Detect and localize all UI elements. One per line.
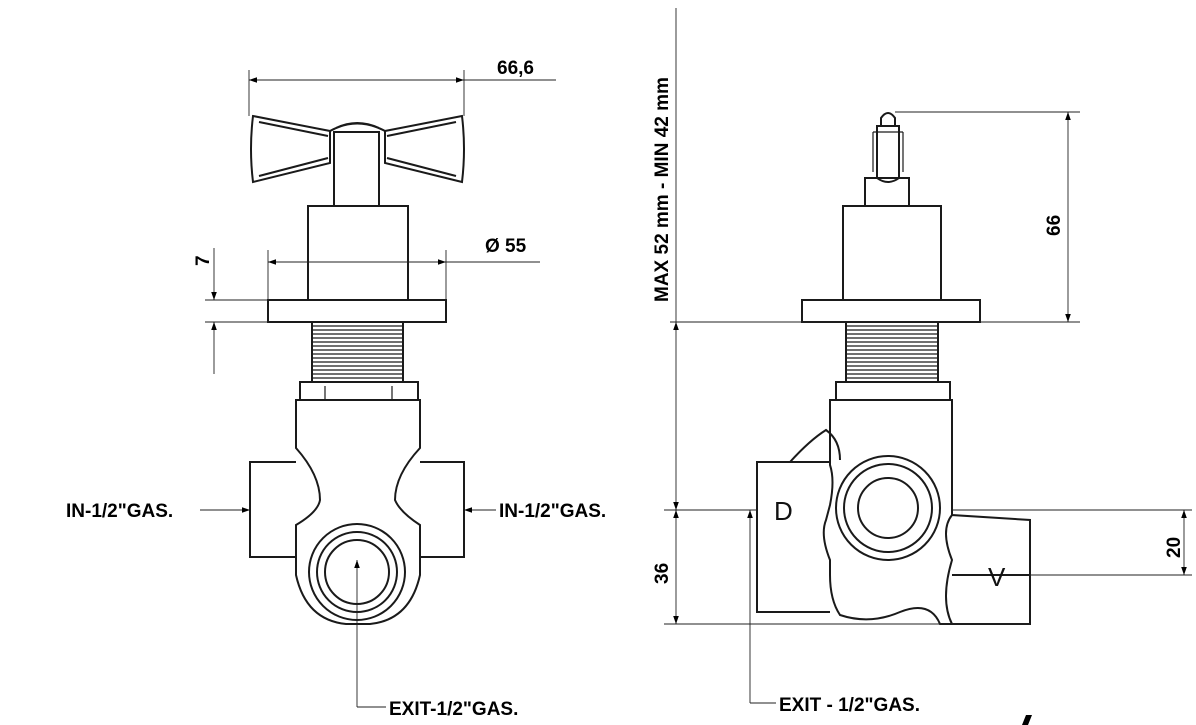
flange [267, 299, 447, 323]
exit-side-callout: EXIT - 1/2"GAS. [747, 510, 920, 716]
exit-front-label: EXIT-1/2"GAS. [389, 699, 518, 720]
inlet-left-callout: IN-1/2"GAS. [66, 501, 250, 522]
dim-handle-width: 66,6 [248, 58, 556, 116]
dim-7-label: 7 [193, 255, 214, 266]
nut [299, 381, 419, 401]
exit-side-label: EXIT - 1/2"GAS. [779, 695, 920, 716]
dim-flange-diameter: Ø 55 [267, 236, 540, 300]
stray-mark [1022, 715, 1032, 725]
dim-outlet-height: 36 [652, 322, 1030, 625]
side-bonnet [842, 205, 942, 301]
inlet-right-callout: IN-1/2"GAS. [464, 501, 606, 522]
inlet-left-label: IN-1/2"GAS. [66, 501, 173, 522]
dim-stem-range: MAX 52 mm - MIN 42 mm [652, 8, 677, 322]
dim-outlet-offset: 20 [952, 509, 1192, 576]
thread [311, 322, 404, 382]
side-body [756, 399, 1031, 625]
front-view [249, 114, 465, 625]
stem-range-label: MAX 52 mm - MIN 42 mm [652, 77, 673, 302]
bonnet [307, 205, 409, 301]
cross-handle [250, 114, 465, 207]
side-view: D V [756, 112, 1031, 625]
dim-66-6-label: 66,6 [497, 58, 534, 79]
exit-front-callout: EXIT-1/2"GAS. [354, 560, 518, 720]
dim-flange-thickness: 7 [193, 248, 268, 374]
dim-20-label: 20 [1164, 537, 1185, 558]
side-nut [835, 381, 951, 401]
dim-55-label: Ø 55 [485, 236, 527, 257]
dim-66-label: 66 [1044, 215, 1065, 236]
v-mark: V [988, 562, 1006, 592]
side-flange [801, 299, 981, 323]
side-thread [845, 322, 939, 382]
dim-36-label: 36 [652, 563, 673, 584]
inlet-right-label: IN-1/2"GAS. [499, 501, 606, 522]
spindle [864, 112, 910, 207]
d-mark: D [774, 496, 793, 526]
dim-stem-height: 66 [670, 111, 1080, 323]
